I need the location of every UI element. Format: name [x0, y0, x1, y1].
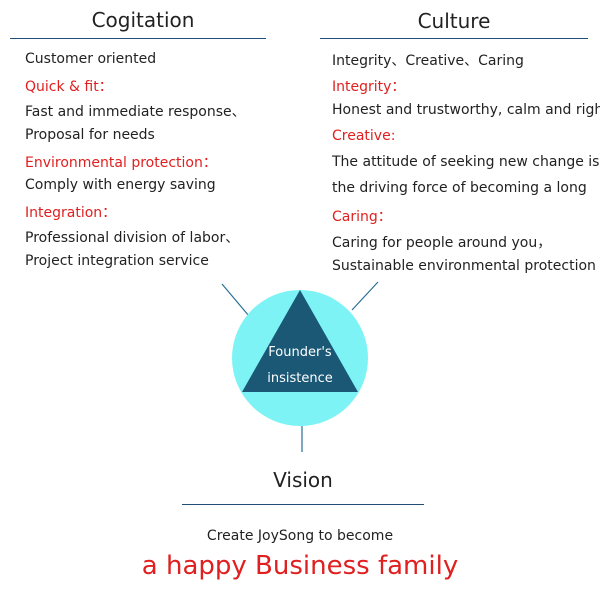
- center-label-line2: insistence: [267, 371, 333, 386]
- culture-line: Integrity：: [332, 79, 406, 95]
- cogitation-line: Fast and immediate response、: [25, 104, 246, 121]
- culture-line: The attitude of seeking new change is: [332, 154, 600, 170]
- insistence-triangle: [242, 290, 358, 392]
- cogitation-rule: [10, 38, 266, 39]
- culture-title: Culture: [417, 9, 491, 33]
- cogitation-line: Comply with energy saving: [25, 177, 216, 193]
- cogitation-line: Project integration service: [25, 252, 209, 269]
- cogitation-line: Integration：: [25, 205, 117, 222]
- connector-right: [351, 281, 379, 311]
- vision-rule: [182, 504, 424, 505]
- connector-left: [221, 283, 250, 317]
- culture-rule: [320, 38, 588, 39]
- culture-line: Caring for people around you，: [332, 235, 552, 251]
- culture-line: Integrity、Creative、Caring: [332, 53, 524, 69]
- culture-line: Creative:: [332, 128, 396, 144]
- cogitation-line: Environmental protection：: [25, 154, 217, 171]
- cogitation-line: Customer oriented: [25, 51, 157, 67]
- culture-line: Sustainable environmental protection: [332, 258, 596, 274]
- cogitation-line: Professional division of labor、: [25, 230, 240, 247]
- vision-tagline: a happy Business family: [141, 551, 459, 581]
- vision-subtitle: Create JoySong to become: [206, 528, 394, 544]
- cogitation-line: Proposal for needs: [25, 126, 155, 143]
- culture-line: the driving force of becoming a long: [332, 180, 587, 196]
- cogitation-line: Quick & fit：: [25, 79, 113, 96]
- cogitation-title: Cogitation: [91, 8, 195, 32]
- culture-line: Honest and trustworthy, calm and right: [332, 102, 600, 118]
- vision-title: Vision: [273, 468, 333, 492]
- culture-line: Caring：: [332, 209, 392, 225]
- center-label-line1: Founder's: [268, 345, 332, 360]
